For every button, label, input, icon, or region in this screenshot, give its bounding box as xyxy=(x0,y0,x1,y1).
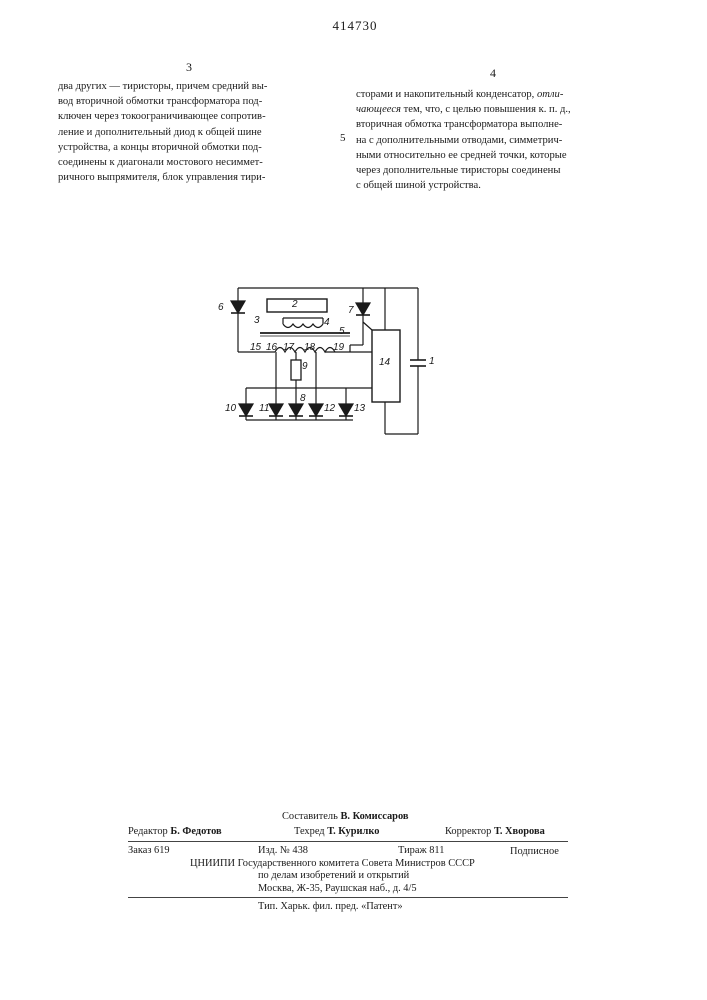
label-4: 4 xyxy=(324,317,330,328)
label-3: 3 xyxy=(254,315,260,326)
label-13: 13 xyxy=(354,403,365,414)
imprint-org-line1: ЦНИИПИ Государственного комитета Совета … xyxy=(190,858,475,869)
column-number-right: 4 xyxy=(490,66,496,81)
diode-10-symbol xyxy=(239,404,253,416)
label-17: 17 xyxy=(283,342,294,353)
imprint-order: Заказ 619 xyxy=(128,845,170,856)
label-15: 15 xyxy=(250,342,261,353)
label-11: 11 xyxy=(259,403,269,414)
thyristor-11-symbol xyxy=(269,404,283,416)
text-line: два других — тиристоры, причем средний в… xyxy=(58,79,267,94)
label-12: 12 xyxy=(324,403,335,414)
label-6: 6 xyxy=(218,302,224,313)
imprint-org-line3: Москва, Ж-35, Раушская наб., д. 4/5 xyxy=(258,883,417,894)
label-1: 1 xyxy=(429,356,435,367)
label-5: 5 xyxy=(339,326,345,337)
label-18: 18 xyxy=(304,342,315,353)
imprint-edition: Изд. № 438 xyxy=(258,845,308,856)
text-line: через дополнительные тиристоры соединены xyxy=(356,163,571,178)
imprint-printer: Тип. Харьк. фил. пред. «Патент» xyxy=(258,901,403,912)
imprint-compiler: Составитель В. Комиссаров xyxy=(282,811,409,822)
left-column-text: два других — тиристоры, причем средний в… xyxy=(58,79,267,185)
text-line: ными относительно ее средней точки, кото… xyxy=(356,148,571,163)
patent-number: 414730 xyxy=(300,18,410,34)
thyristor-12-symbol xyxy=(309,404,323,416)
imprint-corrector: Корректор Т. Хворова xyxy=(445,826,545,837)
imprint-circulation: Тираж 811 xyxy=(398,845,444,856)
text-line: ричного выпрямителя, блок управления тир… xyxy=(58,170,267,185)
text-line: соединены к диагонали мостового несиммет… xyxy=(58,155,267,170)
right-column-text: сторами и накопительный конденсатор, отл… xyxy=(356,87,571,193)
imprint-editor: Редактор Б. Федотов xyxy=(128,826,222,837)
divider-line xyxy=(128,841,568,842)
imprint-techred: Техред Т. Курилко xyxy=(294,826,379,837)
primary-winding xyxy=(283,318,323,328)
text-line: чающееся тем, что, с целью повышения к. … xyxy=(356,102,571,117)
imprint-subscription: Подписное xyxy=(510,846,559,857)
divider-line xyxy=(128,897,568,898)
thyristor-7-symbol xyxy=(356,303,370,315)
diode-6-symbol xyxy=(231,301,245,313)
label-7: 7 xyxy=(348,305,354,316)
resistor-9 xyxy=(291,360,301,380)
label-14: 14 xyxy=(379,357,390,368)
text-line: вторичная обмотка трансформатора выполне… xyxy=(356,117,571,132)
text-line: ключен через токоограничивающее сопротив… xyxy=(58,109,267,124)
circuit-diagram xyxy=(200,270,460,450)
text-line: с общей шиной устройства. xyxy=(356,178,571,193)
imprint-org-line2: по делам изобретений и открытий xyxy=(258,870,409,881)
label-9: 9 xyxy=(302,361,308,372)
text-line: ление и дополнительный диод к общей шине xyxy=(58,125,267,140)
text-line: вод вторичной обмотки трансформатора под… xyxy=(58,94,267,109)
label-16: 16 xyxy=(266,342,277,353)
label-2: 2 xyxy=(292,299,298,310)
text-line: на с дополнительными отводами, симметрич… xyxy=(356,133,571,148)
text-line: сторами и накопительный конденсатор, отл… xyxy=(356,87,571,102)
label-8: 8 xyxy=(300,393,306,404)
diode-8-symbol xyxy=(289,404,303,416)
label-10: 10 xyxy=(225,403,236,414)
label-19: 19 xyxy=(333,342,344,353)
line-number-marker: 5 xyxy=(340,132,346,144)
thyristor-13-symbol xyxy=(339,404,353,416)
text-line: устройства, а концы вторичной обмотки по… xyxy=(58,140,267,155)
column-number-left: 3 xyxy=(186,60,192,75)
